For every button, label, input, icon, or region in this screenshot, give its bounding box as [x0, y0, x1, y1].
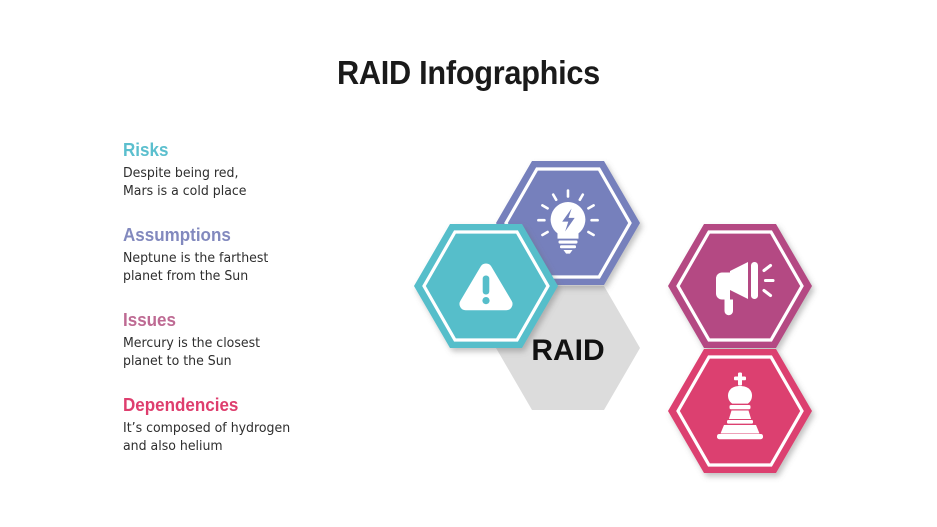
hex-node-risks[interactable] [414, 224, 558, 348]
hex-node-dependencies[interactable] [668, 349, 812, 473]
warning-triangle-icon [459, 263, 513, 311]
body-issues: Mercury is the closest planet to the Sun [123, 336, 261, 369]
megaphone-icon [716, 262, 775, 316]
body-risks: Despite being red, Mars is a cold place [123, 166, 247, 199]
hex-inner-outline-dependencies [676, 355, 804, 467]
raid-text-column: Risks Despite being red, Mars is a cold … [123, 139, 393, 455]
raid-hexagon-diagram: RAID [398, 108, 828, 508]
text-block-assumptions: Assumptions Neptune is the farthest plan… [123, 224, 393, 285]
text-block-dependencies: Dependencies It’s composed of hydrogen a… [123, 394, 393, 455]
center-label-raid: RAID [531, 334, 604, 367]
lightbulb-idea-icon [537, 189, 599, 254]
hex-inner-outline-issues [676, 230, 804, 342]
body-dependencies: It’s composed of hydrogen and also heliu… [123, 421, 291, 454]
chess-king-icon [717, 372, 763, 440]
body-assumptions: Neptune is the farthest planet from the … [123, 251, 269, 284]
heading-dependencies: Dependencies [123, 394, 239, 415]
hex-inner-outline-risks [422, 230, 550, 342]
page-title: RAID Infographics [337, 54, 600, 91]
text-block-issues: Issues Mercury is the closest planet to … [123, 309, 393, 370]
text-block-risks: Risks Despite being red, Mars is a cold … [123, 139, 393, 200]
hex-node-issues[interactable] [668, 224, 812, 348]
heading-risks: Risks [123, 139, 169, 160]
heading-issues: Issues [123, 309, 177, 330]
heading-assumptions: Assumptions [123, 224, 231, 245]
